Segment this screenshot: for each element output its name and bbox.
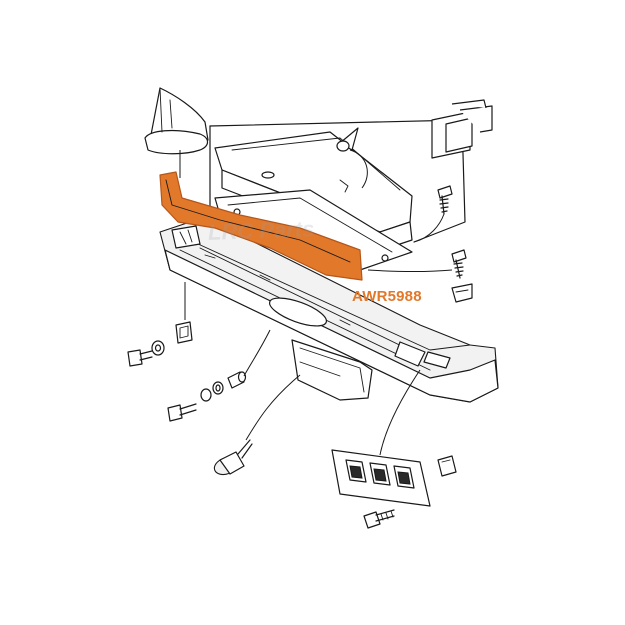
vent-duct-part [144, 87, 209, 178]
self-tapping-screw-icon [451, 249, 467, 279]
storage-pocket-part [245, 339, 373, 441]
speed-nut-icon [451, 283, 473, 303]
bolt-assembly-icon [167, 329, 271, 422]
panel-screw-icon [363, 509, 395, 529]
highlighted-part-awr5988[interactable] [159, 171, 363, 281]
watermark-text: LRC Parts [207, 216, 315, 245]
switch-panel-part [331, 369, 431, 507]
self-tapping-screw-icon [437, 185, 453, 215]
knob-icon [213, 439, 253, 476]
top-panel-assembly-box [209, 119, 466, 243]
part-number-label[interactable]: AWR5988 [352, 288, 422, 305]
retaining-clip-icon [437, 455, 457, 477]
bolt-washer-icon [127, 340, 165, 367]
highlighted-part-detail [165, 179, 351, 263]
switch-bezel-part [431, 99, 493, 159]
push-rivet-icon [336, 127, 368, 189]
clip-nut-icon [175, 282, 193, 344]
